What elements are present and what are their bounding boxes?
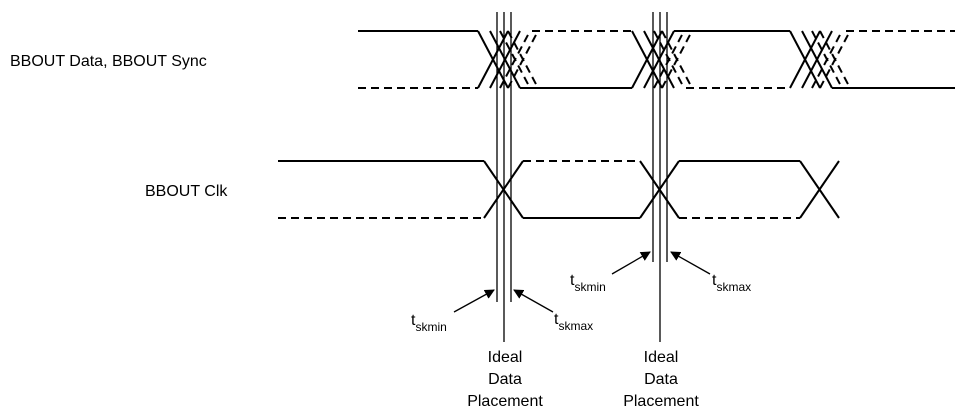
- reference-lines: [496, 12, 668, 342]
- svg-text:Placement: Placement: [623, 393, 699, 410]
- svg-text:Ideal: Ideal: [644, 349, 679, 366]
- ideal-placement-label-1: Ideal Data Placement: [467, 349, 543, 410]
- ideal-placement-label-2: Ideal Data Placement: [623, 349, 699, 410]
- svg-text:Ideal: Ideal: [488, 349, 523, 366]
- skew-arrows: [453, 251, 711, 313]
- svg-text:Data: Data: [644, 371, 678, 388]
- tskmin-label-2: tskmin: [570, 272, 606, 294]
- clk-signal-label: BBOUT Clk: [145, 183, 228, 200]
- tskmax-label-2: tskmax: [712, 272, 751, 294]
- clock-waveform: [278, 160, 840, 219]
- svg-text:Data: Data: [488, 371, 522, 388]
- data-waveform: [358, 30, 955, 89]
- svg-text:Placement: Placement: [467, 393, 543, 410]
- tskmax-label-1: tskmax: [554, 311, 593, 333]
- tskmin-label-1: tskmin: [411, 312, 447, 334]
- data-signal-label: BBOUT Data, BBOUT Sync: [10, 53, 207, 70]
